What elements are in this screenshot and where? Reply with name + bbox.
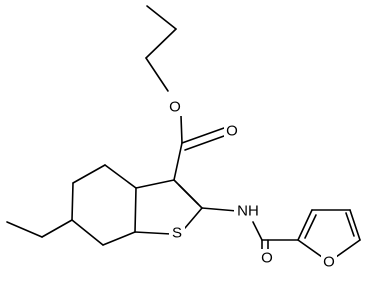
ester-carbonyl-double-a [181,127,225,144]
amide-nitrogen-label: NH [234,202,262,220]
atom-label-layer: O O S NH O O [167,98,337,271]
ring-c6-c7-bond [71,219,104,246]
ring-c5-c6-bond [71,182,74,221]
propyl-bond-1 [146,5,177,30]
thiophene-fusion-bond [134,187,137,233]
ester-o-carbonyl-bond [180,115,183,144]
svg-text:S: S [172,225,182,242]
ester-oxygen-single-label: O [167,98,183,116]
amide-oxygen-label: O [259,249,275,267]
furan-c5-c4-inner-double [345,212,355,237]
furan-c5-c4-bond [349,209,361,241]
nh-carbonyl-bond [252,221,263,241]
ethyl-bond-2 [6,221,43,238]
propyl-bond-3 [145,57,169,92]
ring-c7-c7a-bond [102,231,136,246]
ring-c3a-c4-bond [104,164,137,189]
thiophene-s-c7a-bond [134,231,172,235]
thiophene-c3-c2-inner-double [178,184,199,205]
svg-text:O: O [323,254,335,271]
ester-oxygen-double-label: O [224,122,240,140]
furan-c3-c2-bond [297,209,313,241]
carboxyl-to-c3-bond [173,142,183,181]
ring-c4-c5-bond [72,164,106,184]
bond-layer [6,5,361,258]
propyl-bond-2 [145,28,177,59]
thiophene-sulfur-label: S [169,224,185,242]
c2-nh-bond [201,207,238,212]
furan-o-c5-bond [335,239,361,258]
ester-carbonyl-double-b [184,135,225,151]
furan-oxygen-label: O [321,253,337,271]
svg-text:O: O [169,99,181,116]
svg-text:O: O [226,123,238,140]
furan-c2-o-bond [297,239,323,258]
ethyl-bond-1 [41,219,73,238]
svg-text:O: O [261,250,273,267]
thiophene-c3-c3a-bond [135,179,175,189]
svg-text:NH: NH [237,203,259,220]
furan-c3-c2-inner-double [304,214,317,239]
thiophene-c2-s-bond [184,207,203,229]
